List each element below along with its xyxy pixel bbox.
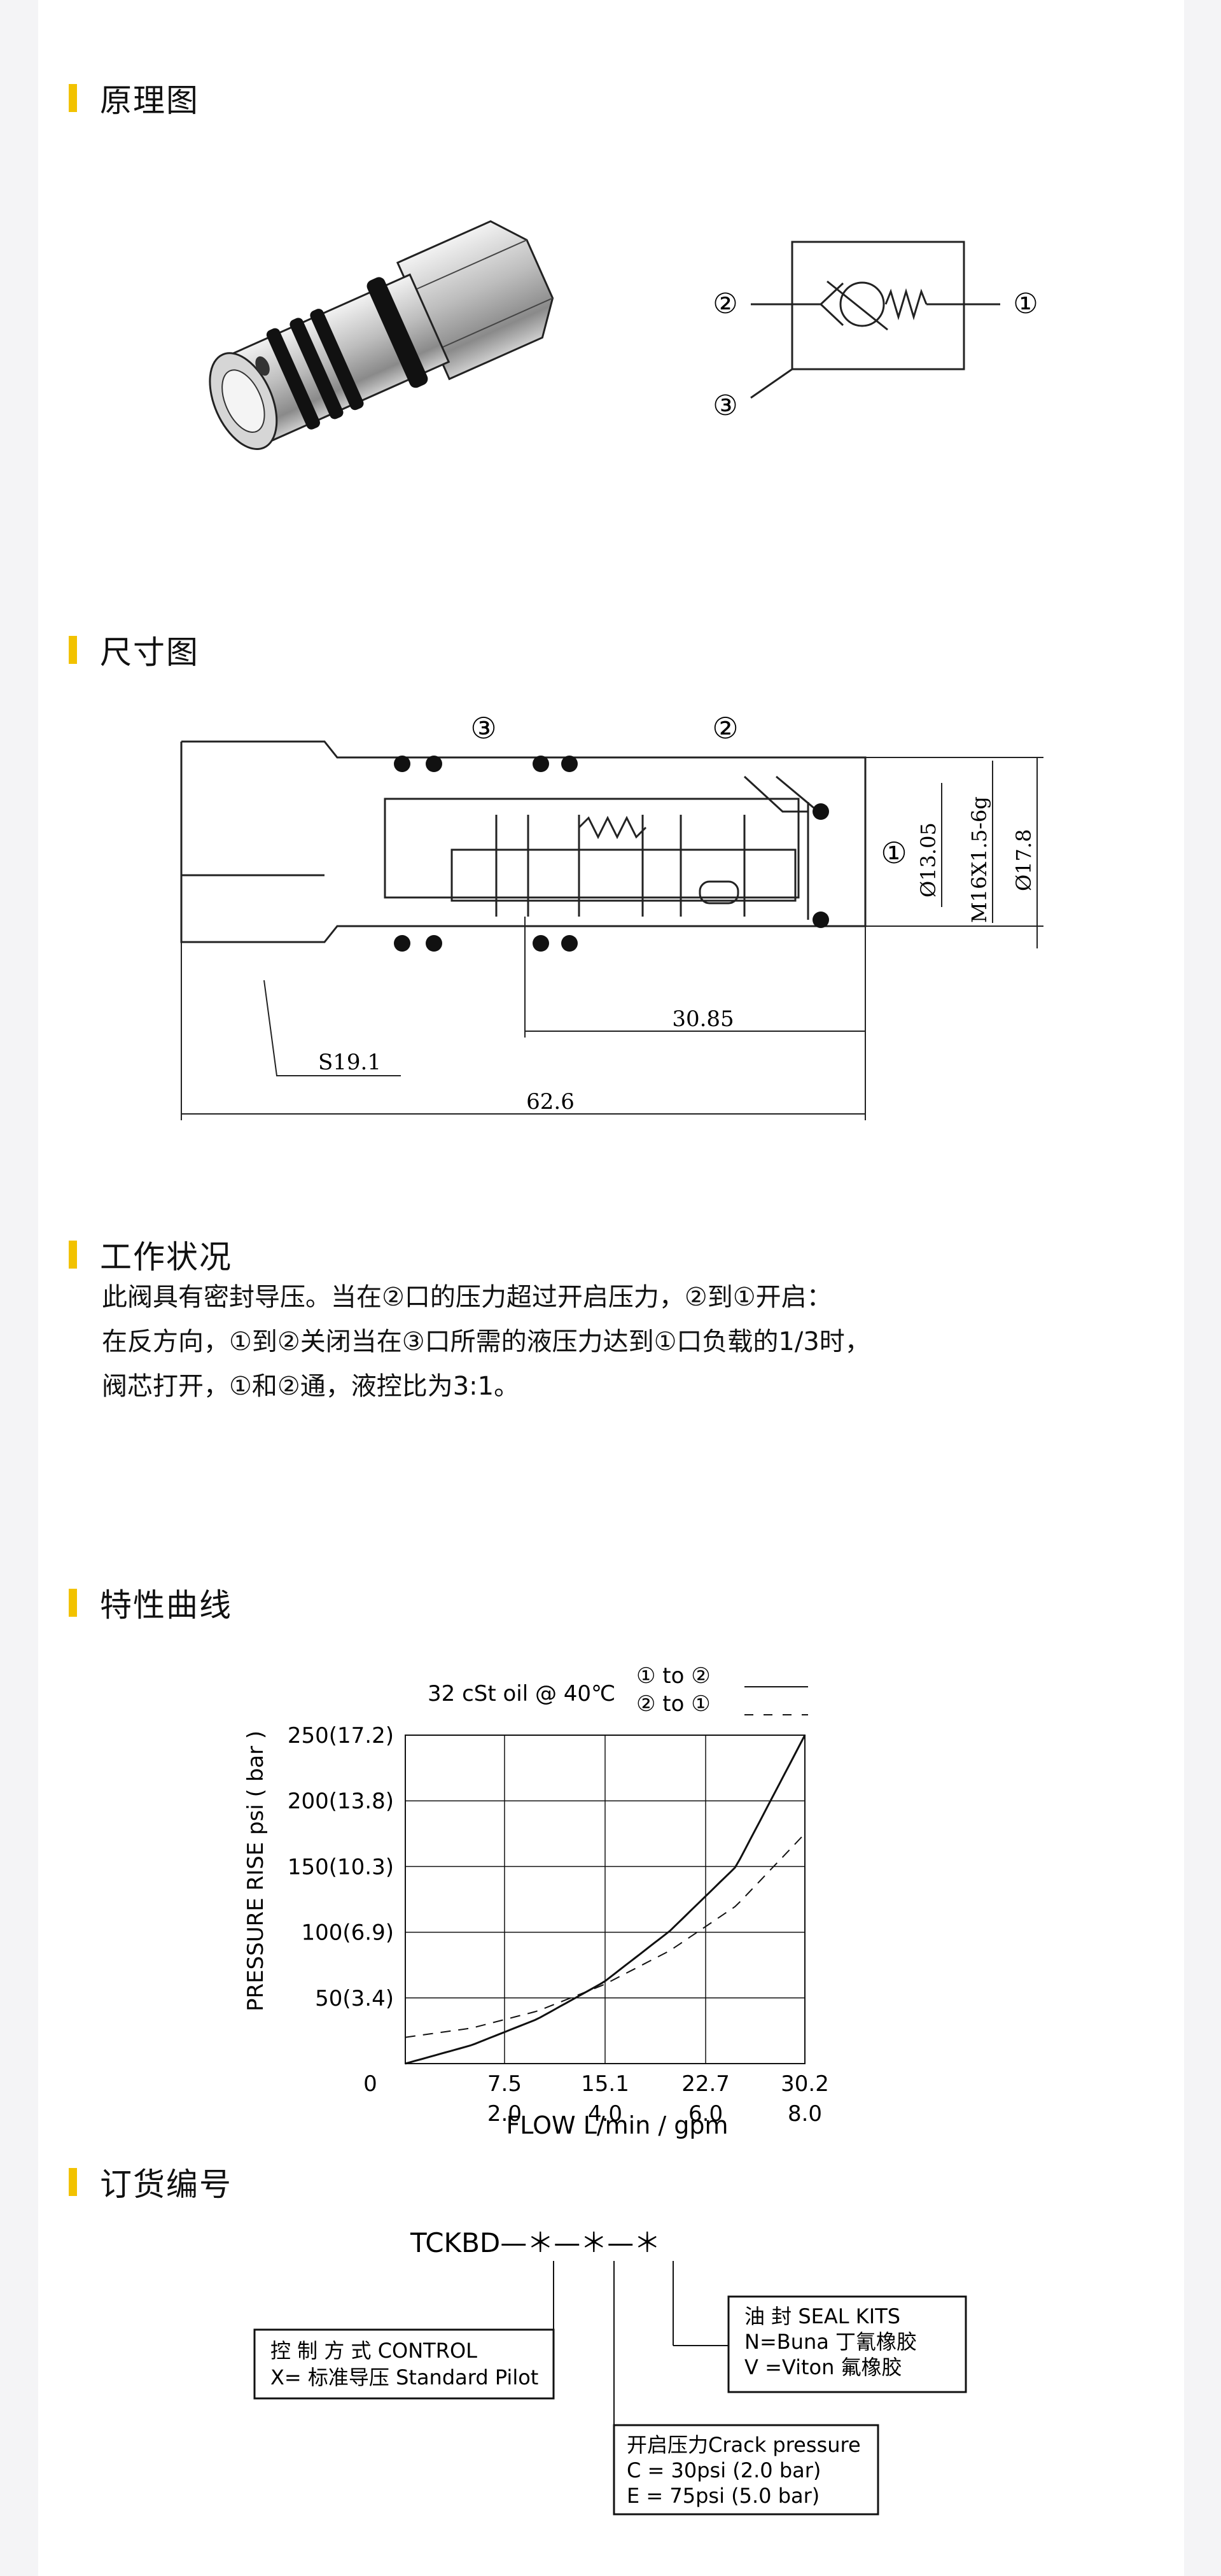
hydraulic-symbol: ② ① ③ [713,241,1038,422]
working-line: 此阀具有密封导压。当在②口的压力超过开启压力，②到①开启： [102,1283,832,1312]
section-title-dimensions: 尺寸图 [69,627,199,673]
chart-grid [405,1735,806,2064]
x-tick-label: 22.7 [681,2071,730,2097]
section-marker [69,2168,77,2196]
characteristic-curve-chart: 32 cSt oil @ 40℃ ① to ② ② to ① 50(3.4) 10… [243,1663,829,2139]
y-tick-label: 200(13.8) [288,1789,394,1814]
y-tick-label: 150(10.3) [288,1854,394,1880]
x-axis-label: FLOW L/min / gpm [506,2111,728,2139]
dimension-drawing: ③ ② ① Ø13.05 M16X1.5-6g Ø17.8 30.85 S19.… [180,711,1043,1120]
order-code: TCKBD—＊—＊—＊ [410,2227,660,2258]
crack-pressure-title: 开启压力Crack pressure [627,2433,861,2457]
series-line-2-to-1 [405,1833,806,2038]
working-line: 阀芯打开，①和②通，液控比为3:1。 [102,1372,520,1401]
crack-pressure-option-e: E = 75psi (5.0 bar) [627,2484,820,2508]
y-tick-label: 250(17.2) [288,1723,394,1749]
dim-port-2: ② [712,711,738,745]
legend-label-1: ① to ② [636,1663,711,1689]
section-title-text: 订货编号 [100,2166,232,2203]
dim-diameter-13: Ø13.05 [916,822,940,897]
working-line: 在反方向，①到②关闭当在③口所需的液压力达到①口负载的1/3时， [102,1327,870,1356]
y-tick-label: 50(3.4) [315,1986,394,2011]
seal-kits-title: 油 封 SEAL KITS [744,2304,900,2328]
x-tick-label: 0 [363,2071,377,2097]
dim-hex: S19.1 [318,1050,381,1075]
section-title-curve: 特性曲线 [69,1580,232,1626]
series-line-1-to-2 [405,1735,806,2065]
dim-total-length: 62.6 [526,1089,575,1115]
left-margin-band [0,0,38,2576]
section-title-text: 尺寸图 [100,634,199,671]
dim-port-1: ① [881,836,907,870]
cartridge-valve-illustration [209,220,554,450]
x-tick-label-gpm: 2.0 [487,2101,522,2127]
section-marker [69,636,77,664]
working-description: 此阀具有密封导压。当在②口的压力超过开启压力，②到①开启： 在反方向，①到②关闭… [102,1275,870,1409]
x-tick-label-gpm: 6.0 [688,2101,723,2127]
section-title-principle: 原理图 [69,75,199,121]
dim-diameter-17: Ø17.8 [1012,829,1036,891]
section-title-text: 工作状况 [100,1239,232,1276]
x-tick-labels: 0 7.5 2.0 15.1 4.0 22.7 6.0 30.2 8.0 [363,2071,829,2127]
y-tick-labels: 50(3.4) 100(6.9) 150(10.3) 200(13.8) 250(17.… [288,1723,394,2011]
legend-label-2: ② to ① [636,1691,711,1717]
control-box-option: X= 标准导压 Standard Pilot [270,2365,538,2389]
dim-thread: M16X1.5-6g [967,796,991,923]
section-marker [69,1589,77,1617]
seal-kits-option-v: V =Viton 氟橡胶 [744,2355,902,2379]
y-axis-label: PRESSURE RISE psi ( bar ) [243,1731,269,2011]
chart-title: 32 cSt oil @ 40℃ [428,1681,615,1707]
section-title-working: 工作状况 [69,1232,232,1277]
control-box-title: 控 制 方 式 CONTROL [270,2339,477,2363]
chart-series [405,1735,806,2065]
section-title-ordering: 订货编号 [69,2159,232,2205]
section-marker [69,84,77,112]
dim-length-30: 30.85 [672,1006,734,1032]
dim-port-3: ③ [470,711,496,745]
symbol-port-1: ① [1013,288,1038,320]
seal-kits-option-n: N=Buna 丁氰橡胶 [744,2330,917,2354]
crack-pressure-option-c: C = 30psi (2.0 bar) [627,2458,821,2482]
symbol-port-2: ② [713,288,737,320]
section-marker [69,1241,77,1269]
symbol-port-3: ③ [713,390,737,422]
right-margin-band [1184,0,1221,2576]
x-tick-label: 7.5 [487,2071,522,2097]
x-tick-label-gpm: 4.0 [588,2101,622,2127]
x-tick-label: 15.1 [581,2071,629,2097]
x-tick-label-gpm: 8.0 [788,2101,822,2127]
y-tick-label: 100(6.9) [302,1920,394,1946]
section-title-text: 原理图 [100,82,199,119]
x-tick-label: 30.2 [781,2071,829,2097]
section-title-text: 特性曲线 [100,1587,232,1624]
ordering-code-diagram: TCKBD—＊—＊—＊ 控 制 方 式 CONTROL X= 标准导压 Stan… [253,2227,967,2516]
